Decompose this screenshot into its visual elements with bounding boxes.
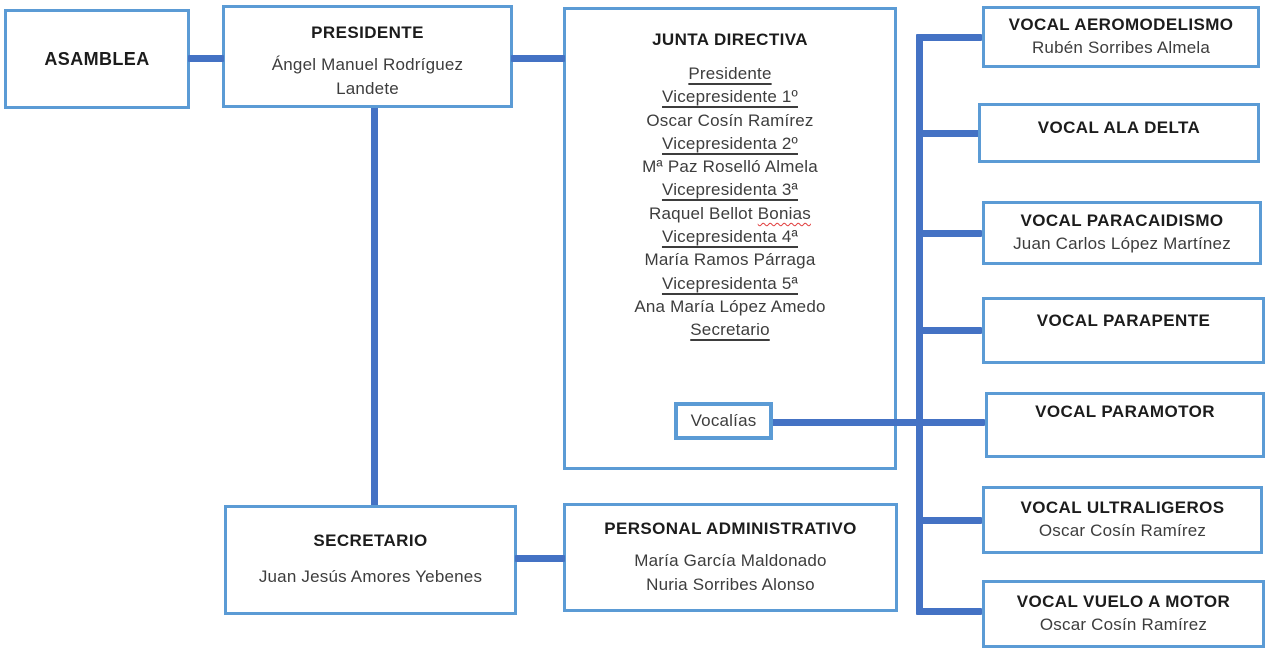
vocal-title: VOCAL VUELO A MOTOR: [1016, 592, 1231, 611]
vocal-title: VOCAL ULTRALIGEROS: [1020, 498, 1225, 517]
connector-presidente-junta: [511, 55, 565, 62]
connector-branch-vuelo-a-motor: [916, 608, 982, 615]
asamblea-box: ASAMBLEA: [4, 9, 190, 109]
vocal-paracaidismo-box: VOCAL PARACAIDISMO Juan Carlos López Mar…: [982, 201, 1262, 265]
junta-role-item: Vicepresidenta 3ª: [661, 180, 798, 200]
junta-member-name-part: Raquel Bellot: [649, 203, 753, 223]
junta-role-item: Vicepresidente 1º: [662, 87, 798, 107]
vocal-name: Rubén Sorribes Almela: [1031, 38, 1211, 57]
junta-role-item: Secretario: [690, 320, 770, 340]
secretario-title: SECRETARIO: [313, 531, 428, 550]
junta-directiva-box: JUNTA DIRECTIVA Presidente Vicepresident…: [563, 7, 897, 470]
junta-role-item: Vicepresidenta 2º: [662, 133, 798, 153]
personal-administrativo-title: PERSONAL ADMINISTRATIVO: [604, 518, 857, 538]
junta-member-item: Mª Paz Roselló Almela: [642, 157, 818, 177]
personal-administrativo-names: María García Maldonado Nuria Sorribes Al…: [634, 549, 826, 597]
vocal-name: Juan Carlos López Martínez: [1013, 234, 1231, 253]
vocal-title: VOCAL ALA DELTA: [1037, 118, 1201, 137]
vocal-title: VOCAL PARACAIDISMO: [1020, 211, 1224, 230]
connector-presidente-secretario: [371, 106, 378, 506]
junta-member-item: Ana María López Amedo: [634, 296, 826, 316]
connector-branch-aeromodelismo: [921, 34, 982, 41]
personal-name: Nuria Sorribes Alonso: [646, 574, 815, 594]
junta-role-item: Presidente: [688, 64, 772, 83]
vocal-parapente-box: VOCAL PARAPENTE: [982, 297, 1265, 364]
junta-directiva-list: Presidente Vicepresidente 1º Oscar Cosín…: [634, 62, 825, 342]
secretario-box: SECRETARIO Juan Jesús Amores Yebenes: [224, 505, 517, 615]
personal-name: María García Maldonado: [634, 550, 827, 570]
connector-secretario-personal: [515, 555, 565, 562]
vocal-name: Oscar Cosín Ramírez: [1038, 521, 1207, 540]
vocal-ala-delta-box: VOCAL ALA DELTA: [978, 103, 1260, 163]
junta-member-item: María Ramos Párraga: [644, 250, 816, 270]
connector-asamblea-presidente: [188, 55, 224, 62]
presidente-box: PRESIDENTE Ángel Manuel Rodríguez Landet…: [222, 5, 513, 108]
vocal-name: Oscar Cosín Ramírez: [1039, 615, 1208, 634]
junta-role-item: Vicepresidenta 5ª: [661, 273, 798, 293]
connector-branch-ala-delta: [921, 130, 980, 137]
personal-administrativo-box: PERSONAL ADMINISTRATIVO María García Mal…: [563, 503, 898, 612]
presidente-title: PRESIDENTE: [311, 23, 424, 42]
vocalias-label: Vocalías: [690, 411, 757, 430]
vocal-paramotor-box: VOCAL PARAMOTOR: [985, 392, 1265, 458]
vocal-title: VOCAL PARAPENTE: [1036, 310, 1211, 330]
connector-branch-ultraligeros: [921, 517, 982, 524]
connector-branch-paracaidismo: [921, 230, 982, 237]
vocal-ultraligeros-box: VOCAL ULTRALIGEROS Oscar Cosín Ramírez: [982, 486, 1263, 554]
junta-member-item: Oscar Cosín Ramírez: [646, 110, 814, 130]
secretario-name: Juan Jesús Amores Yebenes: [258, 567, 483, 586]
connector-vocalias-paramotor: [770, 419, 985, 426]
junta-directiva-title: JUNTA DIRECTIVA: [652, 30, 808, 49]
vocal-aeromodelismo-box: VOCAL AEROMODELISMO Rubén Sorribes Almel…: [982, 6, 1260, 68]
asamblea-title: ASAMBLEA: [44, 49, 150, 69]
vocalias-box: Vocalías: [674, 402, 773, 440]
junta-member-misspelled-word: Bonias: [757, 203, 811, 223]
connector-vocal-trunk: [916, 34, 923, 615]
vocal-title: VOCAL AEROMODELISMO: [1008, 15, 1234, 34]
connector-branch-parapente: [921, 327, 982, 334]
vocal-vuelo-a-motor-box: VOCAL VUELO A MOTOR Oscar Cosín Ramírez: [982, 580, 1265, 648]
presidente-name: Ángel Manuel Rodríguez Landete: [271, 55, 464, 98]
vocal-title: VOCAL PARAMOTOR: [1035, 402, 1215, 421]
junta-role-item: Vicepresidenta 4ª: [661, 227, 798, 247]
